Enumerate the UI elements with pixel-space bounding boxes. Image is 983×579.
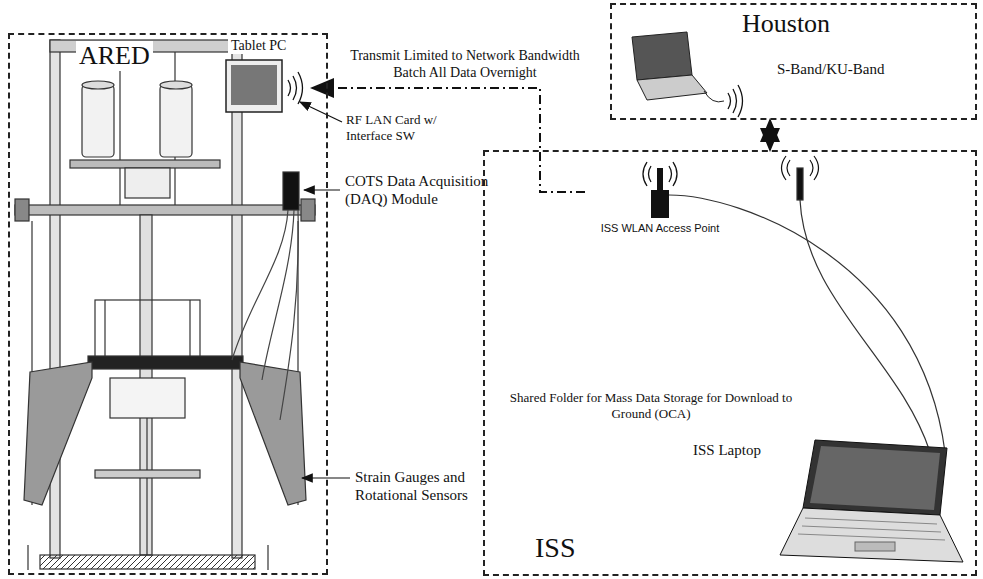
iss-region: ISS ISS WLAN Access PointISS Laptop [483,150,977,576]
note-text: Transmit Limited to Network Bandwidth [320,48,610,65]
node-label: ISS Laptop [693,442,761,459]
wlan-access-point: ISS WLAN Access Point [585,160,740,245]
node-sublabel: S-Band/KU-Band [777,61,885,78]
callout-label: RF LAN Card w/ Interface SW [346,112,458,143]
tablet-pc: Tablet PC [222,38,312,118]
houston-region: HoustonS-Band/KU-Band [610,3,977,120]
node-label: ARED [76,41,153,71]
iss-laptop: ISS Laptop [685,430,967,572]
node-label: ISS WLAN Access Point [585,222,735,235]
note-text: Shared Folder for Mass Data Storage for … [505,390,797,421]
node-label: Tablet PC [228,38,289,54]
data-link [769,120,771,150]
ared-region: ARED Tablet PC [8,33,328,575]
callout-label: Strain Gauges and Rotational Sensors [355,468,485,504]
note-text: Batch All Data Overnight [320,65,610,82]
node-label: Houston [742,9,830,39]
callout-label: COTS Data Acquisition (DAQ) Module [345,172,503,208]
node-label: ISS [535,532,575,564]
